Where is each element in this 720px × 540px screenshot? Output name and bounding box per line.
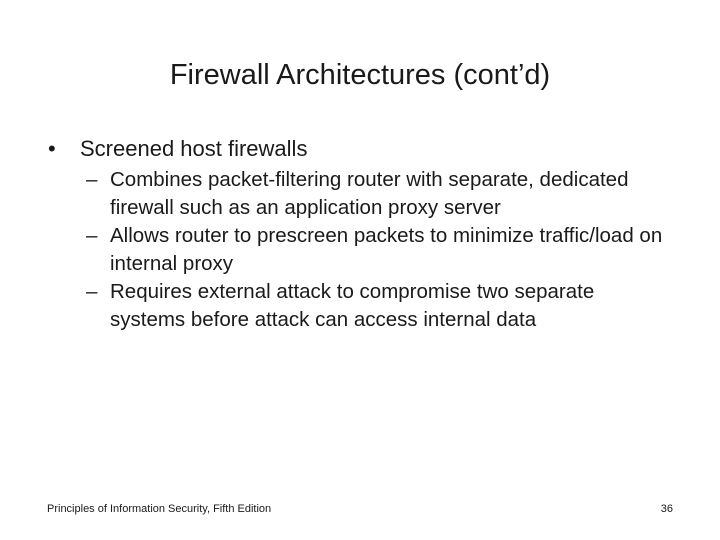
page-title: Firewall Architectures (cont’d) [169,59,551,91]
list-item-label: Screened host firewalls [80,136,308,161]
list-item: • Screened host firewalls [44,134,669,164]
list-item: – Combines packet-filtering router with … [44,166,669,222]
list-item: – Allows router to prescreen packets to … [44,222,669,278]
list-item-label: Requires external attack to compromise t… [110,280,595,331]
bullet-dash-icon: – [86,224,98,247]
list-item-label: Combines packet-filtering router with se… [110,168,629,219]
page-number: 36 [660,503,673,515]
list-item: – Requires external attack to compromise… [44,278,669,334]
bullet-dot-icon: • [48,136,56,161]
footer-source-text: Principles of Information Security, Fift… [47,503,272,515]
sub-list: – Combines packet-filtering router with … [44,166,669,334]
list-item-label: Allows router to prescreen packets to mi… [110,224,663,275]
slide-body: • Screened host firewalls – Combines pac… [44,134,669,334]
bullet-dash-icon: – [86,168,98,191]
bullet-dash-icon: – [86,280,98,303]
